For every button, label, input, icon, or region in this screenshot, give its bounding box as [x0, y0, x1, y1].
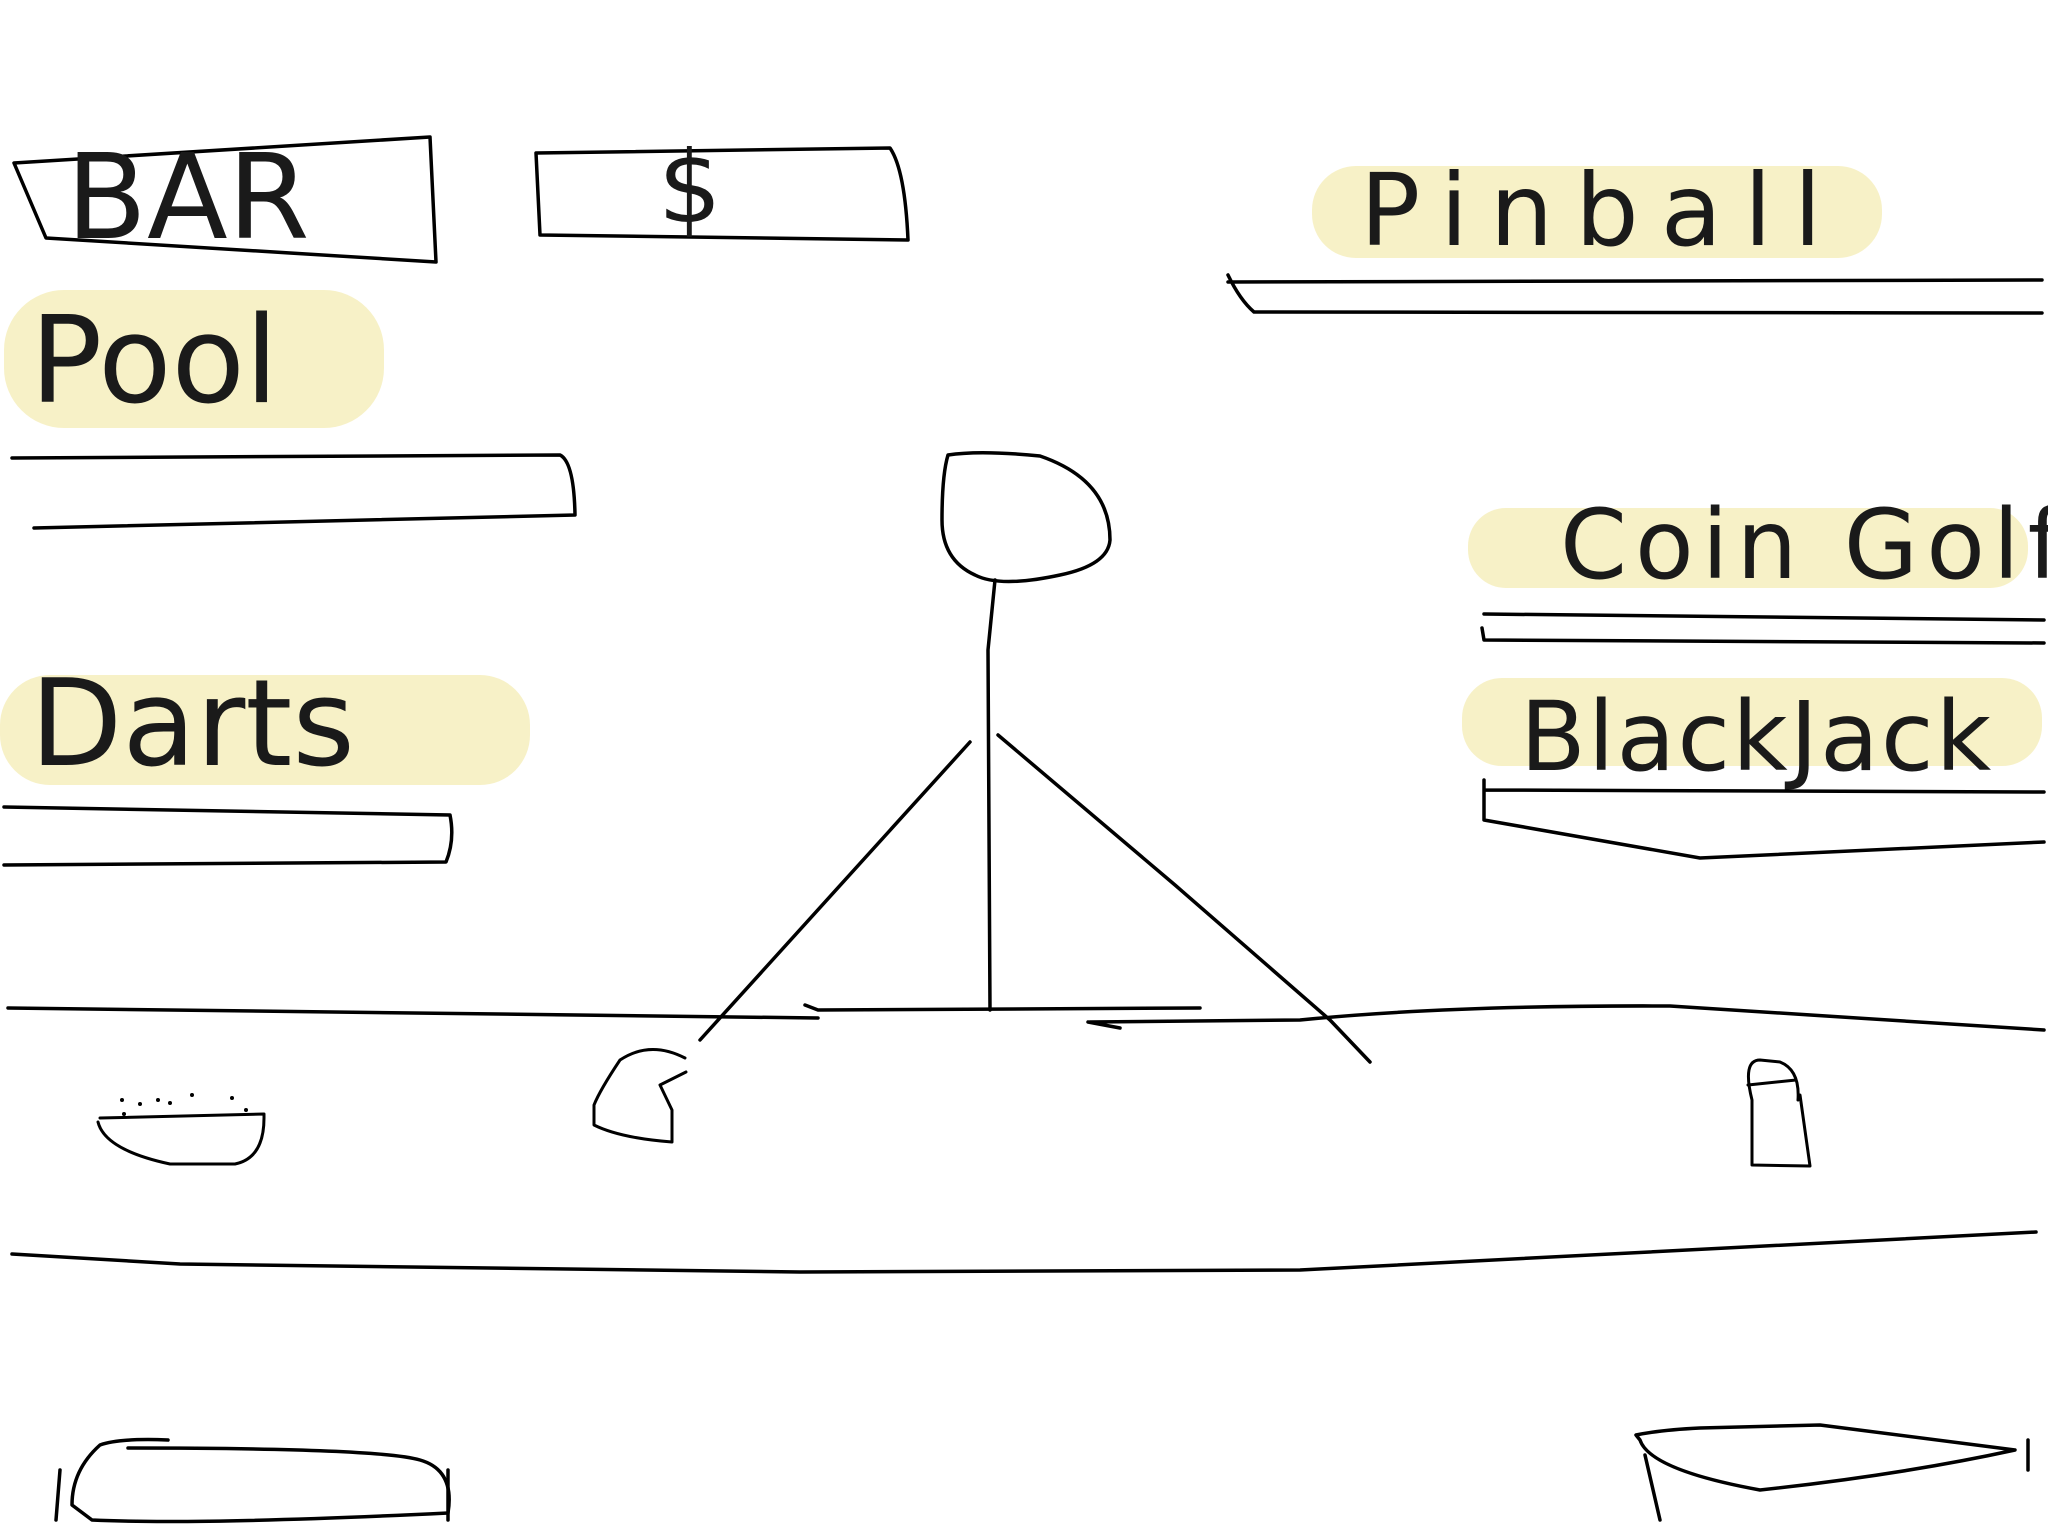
blackjack-game-button[interactable]: BlackJack	[1462, 678, 2046, 860]
bar-button-label: BAR	[66, 128, 310, 266]
stick-figure-left-arm	[698, 740, 972, 1042]
left-stool[interactable]	[54, 1437, 451, 1524]
bowl-icon	[96, 1112, 266, 1166]
bar-counter	[6, 1003, 2046, 1274]
coin-golf-game-button[interactable]: Coin Golf	[1468, 489, 2048, 645]
stick-figure-head-icon	[940, 451, 1112, 584]
right-stool-icon	[1634, 1423, 2017, 1492]
bar-button-outline	[12, 135, 438, 264]
bartender-figure[interactable]	[698, 451, 1372, 1064]
pinball-label: Pinball	[1360, 152, 1844, 269]
pinball-game-button[interactable]: Pinball	[1226, 152, 2044, 315]
pool-game-button[interactable]: Pool	[4, 290, 577, 530]
snack-bowl[interactable]	[96, 1093, 266, 1166]
pinball-highlight	[1312, 166, 1882, 258]
right-stool-legs	[1643, 1438, 2030, 1522]
glass-item[interactable]	[592, 1048, 688, 1144]
darts-label: Darts	[30, 655, 355, 794]
money-symbol: $	[658, 129, 722, 246]
blackjack-highlight	[1462, 678, 2042, 766]
darts-highlight	[0, 675, 530, 785]
coin-golf-highlight	[1468, 508, 2028, 588]
left-stool-icon	[70, 1437, 451, 1524]
coin-golf-label: Coin Golf	[1560, 489, 2048, 601]
left-stool-legs	[54, 1468, 450, 1522]
bar-button[interactable]: BAR	[12, 128, 438, 266]
bar-counter-front	[10, 1230, 2038, 1274]
coin-golf-shelf	[1480, 612, 2046, 645]
cup-icon	[1746, 1058, 1812, 1168]
stick-figure-right-arm	[996, 733, 1372, 1064]
pool-shelf	[10, 453, 577, 530]
blackjack-label: BlackJack	[1520, 681, 1993, 793]
darts-shelf	[2, 805, 454, 867]
bar-counter-top	[6, 1003, 2046, 1032]
right-stool[interactable]	[1634, 1423, 2030, 1522]
cup-item[interactable]	[1746, 1058, 1812, 1168]
pool-label: Pool	[30, 292, 278, 431]
pinball-shelf	[1226, 273, 2044, 315]
blackjack-shelf	[1482, 778, 2046, 860]
money-display-outline	[534, 146, 910, 242]
money-display: $	[534, 129, 910, 246]
glass-icon	[592, 1048, 688, 1144]
stick-figure-body	[986, 578, 997, 1012]
darts-game-button[interactable]: Darts	[0, 655, 530, 867]
pool-highlight	[4, 290, 384, 428]
